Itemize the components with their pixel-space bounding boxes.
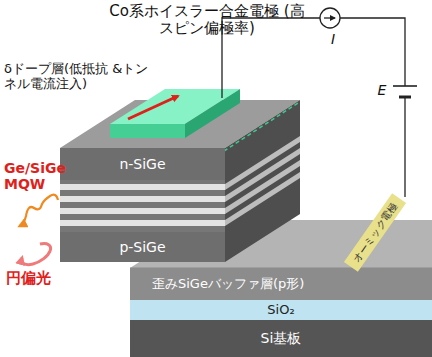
emission-wave	[20, 195, 58, 226]
signal-name: E	[374, 82, 390, 98]
part-label: Ge/SiGe MQW	[4, 160, 78, 192]
layer-band: p-SiGe	[60, 232, 225, 262]
current-source-symbol	[320, 8, 340, 28]
current-source-arrow	[324, 17, 335, 18]
circuit-wire	[222, 18, 405, 197]
part-label: Co系ホイスラー合金電極 (高スピン偏極率)	[104, 3, 310, 38]
part-label: 円偏光	[6, 270, 66, 287]
layer-name: 歪みSiGeバッファ層(p形)	[152, 277, 304, 292]
battery-symbol	[399, 96, 411, 99]
mesa-side-face	[225, 100, 300, 262]
layer-name: p-SiGe	[119, 239, 165, 255]
mqw-stripes	[60, 180, 225, 232]
battery-symbol	[393, 85, 417, 87]
layer-name: n-SiGe	[119, 156, 165, 172]
layer-name: Si基板	[261, 330, 302, 346]
signal-name: I	[326, 31, 340, 47]
layer-band: n-SiGe	[60, 148, 225, 180]
circular-polarization-arrow	[22, 244, 51, 265]
delta-doping-line	[224, 103, 298, 151]
layer-name: SiO₂	[267, 303, 294, 318]
layer-band: Si基板	[130, 320, 432, 357]
magnetization-arrow	[128, 96, 178, 119]
layer-band: 歪みSiGeバッファ層(p形)	[130, 268, 432, 300]
part-label: δドープ層(低抵抗 &トンネル電流注入)	[4, 62, 154, 92]
layer-band: SiO₂	[130, 300, 432, 320]
heusler-electrode	[110, 89, 240, 138]
